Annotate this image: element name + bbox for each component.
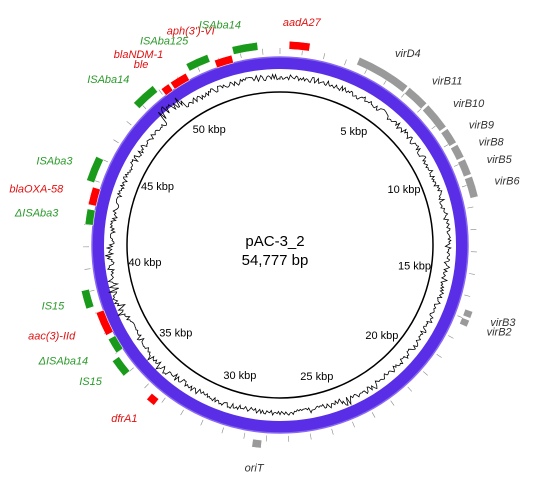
kbp-tick-label: 30 kbp — [223, 370, 256, 382]
plasmid-size: 54,777 bp — [242, 252, 309, 269]
feature-arc-vir — [251, 438, 263, 449]
kbp-tick-label: 5 kbp — [340, 126, 367, 138]
feature-arc-vir — [422, 104, 447, 132]
backbone-outer-edge — [91, 56, 469, 434]
feature-label: ISAba125 — [140, 36, 189, 48]
gc-content-trace — [105, 73, 452, 416]
feature-arc-mobile — [86, 156, 104, 184]
feature-label-group: aadA27 virD4 virB11 virB10 virB9 virB8 virB5 vi… — [9, 17, 520, 474]
minor-tick — [448, 335, 454, 339]
minor-tick — [390, 400, 395, 406]
feature-label: virB6 — [495, 176, 521, 188]
kbp-tick-label: 25 kbp — [300, 371, 333, 383]
feature-arc-mobile — [84, 208, 96, 226]
minor-tick — [407, 386, 413, 392]
feature-arc-mobile — [133, 85, 159, 109]
feature-arc-mobile — [107, 335, 124, 354]
feature-label: virB3 — [490, 317, 516, 329]
feature-label: aadA27 — [283, 17, 322, 29]
feature-arc-vir — [462, 308, 474, 319]
feature-arc-resistance — [214, 54, 234, 69]
feature-arc-resistance — [288, 40, 311, 52]
feature-arc-mobile — [80, 288, 95, 310]
minor-tick — [144, 383, 149, 389]
feature-label: ble — [134, 59, 149, 71]
scale-circle — [126, 91, 434, 399]
minor-tick — [221, 427, 224, 434]
minor-tick — [161, 397, 166, 403]
feature-label: IS15 — [42, 301, 66, 313]
feature-label: aph(3')-VI — [167, 26, 215, 38]
minor-tick — [323, 53, 326, 60]
feature-arc-mobile — [185, 54, 211, 72]
feature-arc-vir — [464, 175, 479, 199]
feature-arc-vir — [450, 144, 465, 161]
feature-arc-resistance — [169, 72, 190, 90]
minor-tick — [200, 419, 204, 426]
backbone-ring — [92, 57, 468, 433]
minor-tick — [464, 294, 471, 297]
minor-tick — [126, 121, 132, 126]
minor-tick — [262, 48, 264, 55]
feature-arc-resistance — [146, 392, 160, 406]
feature-label: dfrA1 — [111, 413, 137, 425]
feature-label: blaOXA-58 — [9, 184, 64, 196]
minor-tick — [331, 428, 334, 435]
feature-arc-resistance — [87, 186, 101, 207]
minor-tick — [158, 89, 163, 95]
minor-tick — [467, 206, 474, 209]
minor-tick — [468, 273, 475, 275]
feature-label: virB8 — [479, 136, 505, 148]
minor-tick — [371, 412, 376, 418]
gc-content-track — [105, 73, 452, 416]
feature-arc-vir — [440, 128, 457, 147]
minor-tick — [180, 409, 184, 416]
minor-tick — [344, 59, 347, 66]
kbp-tick-label: 15 kbp — [398, 260, 431, 272]
feature-label: virB10 — [453, 98, 485, 110]
kbp-tick-label: 45 kbp — [141, 181, 174, 193]
minor-tick — [243, 432, 246, 439]
feature-arc-resistance — [160, 83, 174, 96]
feature-arc-vir — [457, 158, 472, 178]
minor-tick — [309, 433, 312, 440]
feature-label: blaNDM-1 — [114, 49, 164, 61]
feature-arc-vir — [404, 87, 428, 110]
minor-tick — [352, 421, 355, 428]
plasmid-name: pAC-3_2 — [245, 233, 304, 250]
feature-arc-mobile — [231, 42, 259, 55]
minor-tick — [113, 139, 119, 144]
kbp-tick-label: 40 kbp — [128, 257, 161, 269]
feature-arc-vir — [356, 56, 409, 93]
feature-label: aac(3)-IId — [28, 331, 76, 343]
feature-label: ISAba14 — [199, 19, 241, 31]
feature-arc-resistance — [95, 309, 114, 336]
feature-label: virB11 — [432, 75, 462, 87]
feature-label: IS15 — [79, 376, 103, 388]
feature-label: virD4 — [395, 48, 421, 60]
feature-label: oriT — [245, 463, 265, 475]
feature-label: virB2 — [487, 327, 512, 339]
feature-group — [80, 40, 479, 449]
feature-label: ΔISAba14 — [38, 356, 89, 368]
feature-label: ISAba14 — [87, 74, 129, 86]
feature-label: ΔISAba3 — [14, 208, 59, 220]
feature-label: virB9 — [469, 120, 494, 132]
kbp-tick-label: 50 kbp — [193, 124, 226, 136]
feature-arc-mobile — [111, 356, 131, 377]
minor-tick — [422, 371, 428, 376]
feature-arc-vir — [459, 317, 470, 328]
kbp-tick-label: 10 kbp — [387, 184, 420, 196]
feature-label: ISAba3 — [36, 156, 73, 168]
kbp-tick-label: 35 kbp — [159, 327, 192, 339]
backbone-ring-group — [91, 56, 469, 434]
minor-tick — [436, 353, 442, 358]
kbp-tick-label: 20 kbp — [365, 330, 398, 342]
feature-label: virB5 — [487, 154, 513, 166]
minor-tick — [84, 268, 91, 270]
